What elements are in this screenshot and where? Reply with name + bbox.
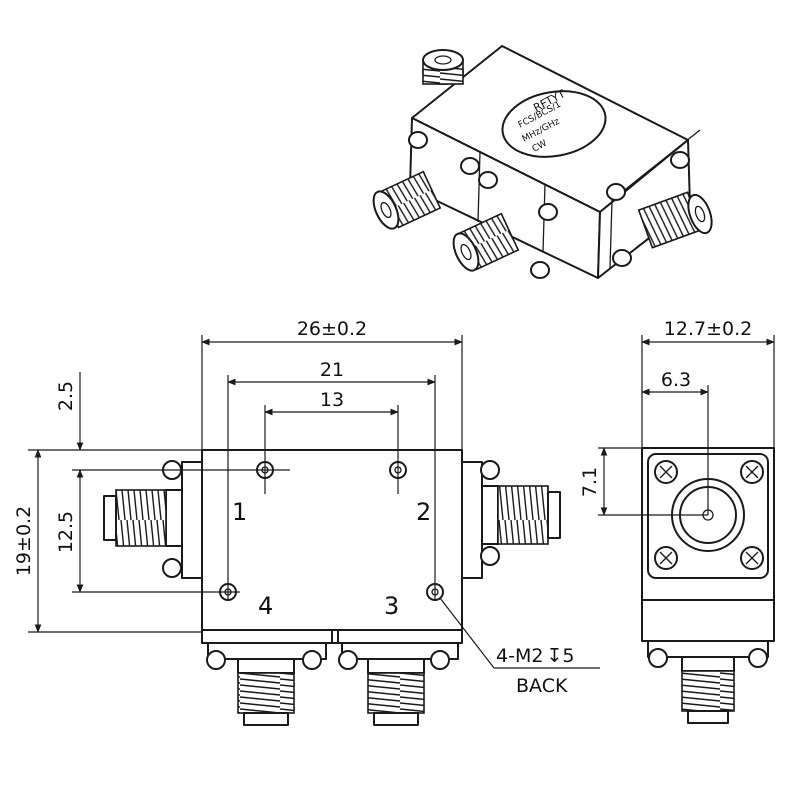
port-label-4: 4 [258,592,273,620]
front-view: 1 2 3 4 26±0.2 21 13 [13,318,600,726]
callout-depth-symbol: ↧ [546,645,562,667]
dim-hole-span-vertical: 12.5 [55,469,84,593]
dim-height: 19±0.2 [13,449,42,633]
dim-hole-span-outer: 21 [227,359,436,386]
callout-back: BACK [516,675,568,697]
front-connector-right [461,460,561,579]
dim-hole-span-vertical-label: 12.5 [55,511,77,553]
iso-connector-back [422,49,464,85]
port-label-1: 1 [232,498,247,526]
iso-connector-right [637,191,713,249]
dim-width-label: 26±0.2 [297,318,367,340]
callout-depth: 5 [562,645,574,667]
dim-width: 26±0.2 [201,318,463,346]
dim-height-label: 19±0.2 [13,506,35,576]
port-label-2: 2 [416,498,431,526]
dim-hole-span-inner: 13 [264,389,399,416]
iso-connector-center [452,212,520,272]
dim-side-width: 12.7±0.2 [641,318,775,346]
iso-connector-left [372,170,442,230]
dim-top-offset: 2.5 [55,372,84,478]
dim-side-width-label: 12.7±0.2 [664,318,752,340]
dim-side-center-horizontal-label: 6.3 [661,369,691,391]
side-view: 12.7±0.2 6.3 7.1 [579,318,775,724]
front-body [201,449,463,644]
side-connector-bottom [647,640,769,724]
dim-side-center-vertical-label: 7.1 [579,467,601,497]
front-connector-bottom-right [338,642,459,726]
side-screws [654,460,764,570]
front-connector-left [103,460,203,579]
callout-thread: 4-M2↧5 [496,645,574,667]
dim-hole-span-inner-label: 13 [320,389,344,411]
dim-side-center-horizontal: 6.3 [641,369,709,396]
callout-thread-size: 4-M2 [496,645,543,667]
dim-side-center-vertical: 7.1 [579,447,608,516]
dim-top-offset-label: 2.5 [55,381,77,411]
front-connector-bottom-left [206,642,327,726]
dim-hole-span-outer-label: 21 [320,359,344,381]
port-label-3: 3 [384,592,399,620]
isometric-view: RFTYT FCS/BCS/1 MHz/GHz CW [372,45,713,279]
mounting-hole-callout: 4-M2↧5 BACK [439,597,600,697]
